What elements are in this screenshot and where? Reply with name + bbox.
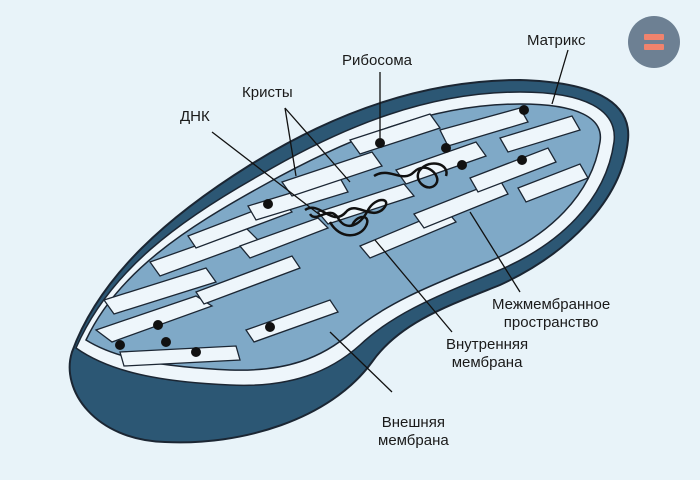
label-inner-membrane-line2: мембрана <box>451 354 523 371</box>
label-intermembrane-space-line2: пространство <box>503 314 599 331</box>
ribosomes <box>115 105 529 357</box>
matrix <box>85 103 602 371</box>
label-matrix: Матрикс <box>527 32 586 49</box>
label-intermembrane-space-line1: Межмембранное <box>492 296 611 313</box>
label-outer-membrane-line1: Внешняя <box>381 414 445 431</box>
label-inner-membrane: Внутренняя мембрана <box>446 336 528 372</box>
dna-loops <box>304 162 448 237</box>
equals-badge[interactable] <box>628 16 680 68</box>
label-ribosome: Рибосома <box>342 52 412 69</box>
label-intermembrane-space: Межмембранное пространство <box>492 296 610 332</box>
leader-lines <box>211 49 569 393</box>
equals-icon-lower <box>644 44 664 50</box>
label-inner-membrane-line1: Внутренняя <box>446 336 529 353</box>
label-outer-membrane: Внешняя мембрана <box>378 414 449 450</box>
label-outer-membrane-line2: мембрана <box>378 432 449 449</box>
label-cristae: Кристы <box>242 84 293 101</box>
label-dna: ДНК <box>180 108 210 125</box>
equals-icon <box>644 34 664 40</box>
